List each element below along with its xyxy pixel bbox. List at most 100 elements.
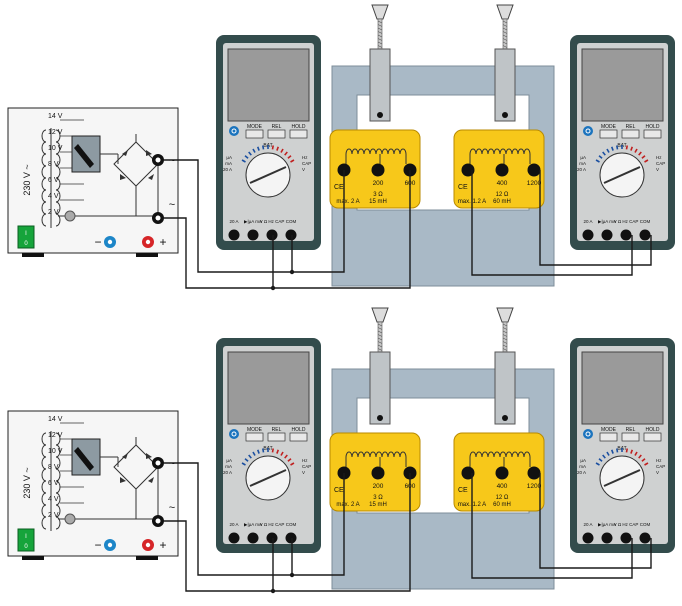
meter-display [581,48,664,122]
ce-mark: CE [334,184,344,191]
dial-tick [276,146,280,151]
jack-label: 20 A [583,219,592,224]
meter-button[interactable] [621,432,640,442]
ac-mark: ~ [169,155,175,167]
diode-icon [122,150,128,156]
dial-right-label: Hz [656,155,662,160]
coil-terminal[interactable] [495,163,509,177]
meter-button[interactable] [267,129,286,139]
meter-button-label: REL [626,427,636,433]
input-jack[interactable] [285,532,297,544]
tap-label: 6 V [48,480,59,487]
dial-tick [602,151,606,156]
dial-tick [271,448,274,453]
input-jack[interactable] [266,229,278,241]
dial-left-label: 20 A [577,167,586,172]
input-jack[interactable] [247,532,259,544]
clamp-screw [377,18,383,50]
meter-button[interactable] [621,129,640,139]
meter-button[interactable] [599,432,618,442]
selector-knob-icon [74,447,94,471]
ce-mark: CE [334,487,344,494]
ac-mark: ~ [169,502,175,514]
power-supply: 230 V ~14 V12 V10 V8 V6 V4 V2 V~~−+I0 [7,107,179,257]
meter-button-label: HOLD [646,124,660,130]
power-button-icon [229,126,239,136]
dial-right-label: V [302,167,305,172]
coil-terminal[interactable] [461,466,475,480]
dial-tick [276,449,280,454]
dial-left-label: 20 A [223,470,232,475]
power-switch[interactable] [17,528,35,552]
dial-tick [244,155,249,159]
coil-terminal[interactable] [461,163,475,177]
power-switch[interactable] [17,225,35,249]
input-jack[interactable] [601,229,613,241]
input-jack[interactable] [639,532,651,544]
primary-winding [41,432,47,530]
switch-on-label: I [25,534,27,540]
meter-button[interactable] [267,432,286,442]
input-jack[interactable] [247,229,259,241]
coil-terminal[interactable] [527,163,541,177]
input-jack[interactable] [228,532,240,544]
wire-secondary-b [539,170,652,266]
core-clamp [494,4,516,122]
coil-terminal[interactable] [495,466,509,480]
coil-terminal[interactable] [527,466,541,480]
meter-display [581,351,664,425]
primary-winding [41,129,47,227]
meter-button[interactable] [643,432,662,442]
coil-terminal[interactable] [371,466,385,480]
input-jack[interactable] [620,532,632,544]
clamp-screw [502,18,508,50]
input-jack[interactable] [266,532,278,544]
diode-icon [120,174,126,180]
dial-tick [290,159,295,163]
input-jack[interactable] [601,532,613,544]
diode-icon [120,477,126,483]
resistance-label: 3 Ω [373,495,383,501]
meter-button[interactable] [289,129,308,139]
screw-thread [502,337,508,341]
wire-junction [289,572,295,578]
core-clamp [494,307,516,425]
meter-button[interactable] [245,129,264,139]
power-button-icon [583,429,593,439]
core-clamp [369,4,391,122]
meter-button[interactable] [245,432,264,442]
clamp-bolt [377,415,383,421]
coil-terminal[interactable] [371,163,385,177]
input-jack[interactable] [639,229,651,241]
ce-mark: CE [458,184,468,191]
input-jack[interactable] [582,532,594,544]
dial-right-label: CAP [656,464,665,469]
input-jack[interactable] [228,229,240,241]
meter-button-label: HOLD [292,427,306,433]
dial-tick [644,462,649,466]
dial-tick [262,448,265,453]
screw-thread [377,348,383,351]
screw-thread [502,341,508,344]
meter-button[interactable] [599,129,618,139]
screw-thread [502,334,508,337]
input-jack[interactable] [582,229,594,241]
wire-lower-loop [164,473,411,592]
tap-label: 4 V [48,193,59,200]
ce-mark: CE [458,487,468,494]
meter-button[interactable] [643,129,662,139]
mains-label: 230 V ~ [22,467,32,498]
wire-junction [289,269,295,275]
power-button-glyph [585,128,591,134]
ac-socket-hole [155,518,161,524]
max-current-label: max. 2 A [336,502,359,508]
dial-tick [595,159,600,163]
input-jack[interactable] [620,229,632,241]
input-jack[interactable] [285,229,297,241]
dial-tick [284,454,288,459]
power-button-glyph [231,128,237,134]
tap-label: 8 V [48,464,59,471]
dial-right-label: Hz [656,458,662,463]
meter-button[interactable] [289,432,308,442]
dial-tick [248,151,252,156]
